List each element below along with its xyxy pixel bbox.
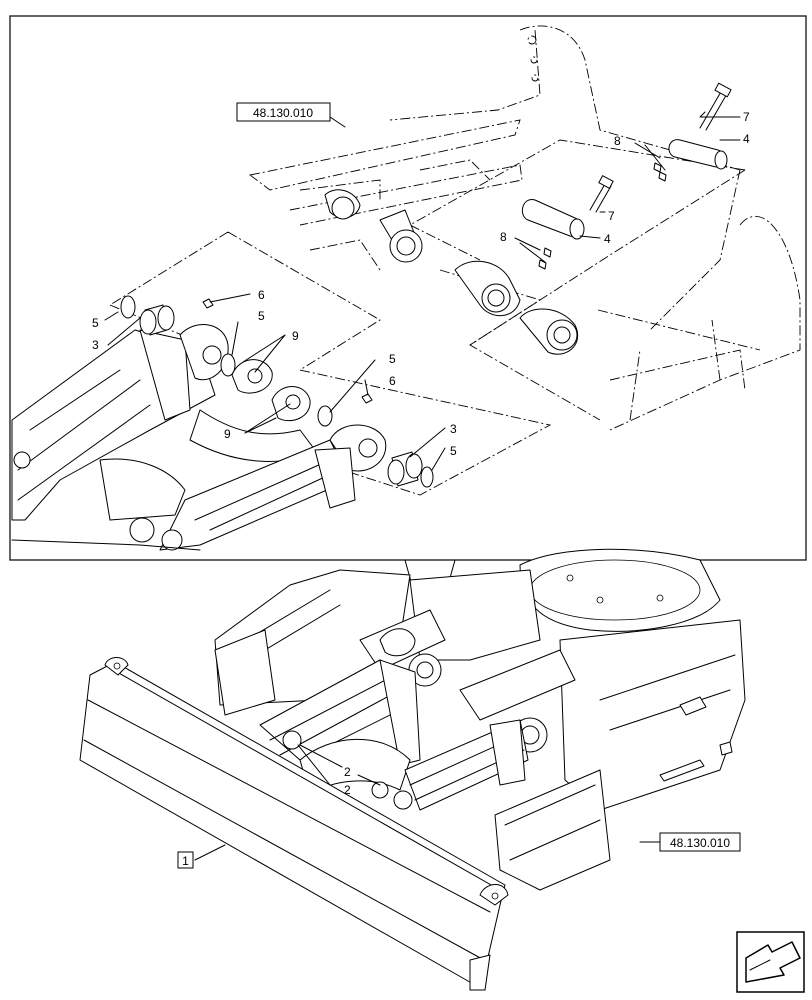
reference-box-bottom: 48.130.010 [659,832,741,852]
bushings-and-rings [120,295,434,488]
reference-label-top: 48.130.010 [253,106,313,120]
callout-9-lower: 9 [224,427,231,441]
phantom-machine-body [248,25,801,431]
callout-4-lower: 4 [604,232,611,246]
callout-1-box: 1 [177,851,194,869]
reference-label-bottom: 48.130.010 [670,836,730,850]
cylinder-pin-lower [521,175,614,240]
callout-5-left: 5 [92,316,99,330]
leader-lines-main [194,744,661,861]
callout-1: 1 [182,854,189,868]
callout-6-upper: 6 [258,288,265,302]
callout-3-left: 3 [92,338,99,352]
callout-5-mid: 5 [258,309,265,323]
callout-7-upper: 7 [743,110,750,124]
cylinder-eye-assembly [324,189,579,355]
callout-8-upper: 8 [614,134,621,148]
leader-lines-detail [104,111,741,471]
callout-7-lower: 7 [608,209,615,223]
callout-9-upper: 9 [292,329,299,343]
push-frame-main [259,659,529,811]
callout-2-upper: 2 [344,765,351,779]
undercarriage [214,548,746,891]
callout-8-lower: 8 [500,230,507,244]
callout-5-lowright: 5 [450,444,457,458]
cylinder-pin-upper [668,82,732,170]
callout-6-lower: 6 [389,374,396,388]
grease-fittings [538,162,667,270]
arrow-navigation-icon[interactable] [736,931,805,993]
dozer-blade [79,657,509,991]
callout-2-lower: 2 [344,783,351,797]
callout-5-right: 5 [389,352,396,366]
callout-4-upper: 4 [743,132,750,146]
push-frame [11,324,387,551]
reference-box-top: 48.130.010 [236,102,331,122]
callout-3-right: 3 [450,422,457,436]
